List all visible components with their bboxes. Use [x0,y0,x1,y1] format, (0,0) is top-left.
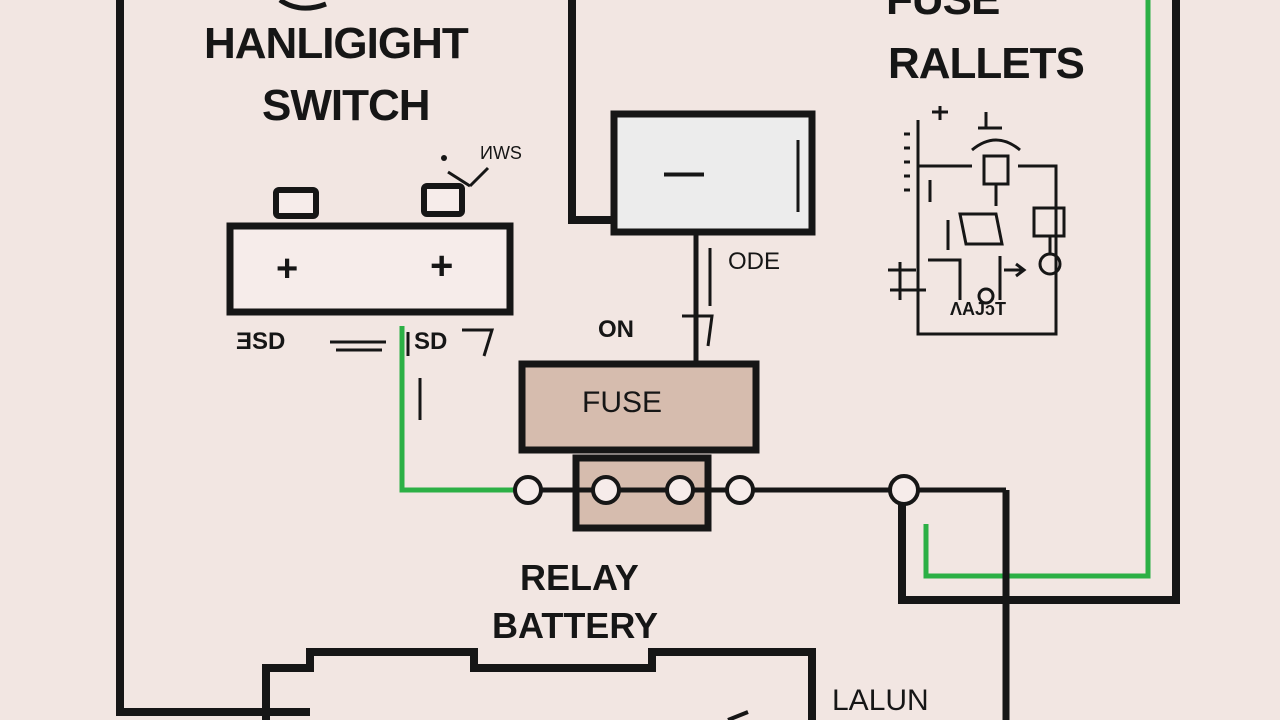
bus-terminal-4 [725,475,755,505]
headlight-lens-arc [278,0,327,11]
fuse-panel-schematic [888,106,1066,336]
fuse-label: FUSE [582,386,663,419]
switch-plus-right: + [430,244,454,288]
green-wire-right [923,0,1151,579]
relay-battery-line1: RELAY [520,557,639,598]
bus-terminal-3 [665,475,695,505]
battery-outline [262,648,816,720]
relay-box [610,110,816,236]
switch-label-left: ƎSD [236,328,286,355]
bus-terminal-5 [888,474,920,506]
relay-box-symbol: — [664,150,704,194]
bottom-right-label: LALUN [832,684,929,717]
top-relay-wire [568,0,614,224]
fuse-panel-title-line2: RALLETS [888,39,1085,88]
fuse-panel-bottom-label: ɅAJↄT [950,299,1007,319]
fuse-body [518,360,760,454]
switch-terminal-arrow [447,166,490,188]
battery-inner-line [727,710,749,720]
switch-label-right: SD [414,328,448,355]
headlight-switch-box [226,222,514,316]
switch-terminal-left [273,187,319,219]
bus-terminal-1 [513,475,543,505]
relay-on-label: ON [598,316,634,343]
switch-bracket-left [330,340,386,352]
left-border-wire [116,0,310,716]
relay-battery-line2: BATTERY [492,605,658,646]
green-wire-left [399,326,516,493]
bus-terminal-2 [591,475,621,505]
switch-small-label: ИWS [480,143,522,163]
switch-small-dot [441,155,447,161]
headlight-switch-title-line1: HANLIGIGHT [204,19,469,68]
switch-plus-left: + [276,248,299,290]
fuse-panel-title-line1: FUSE [886,0,1000,22]
switch-bracket-right [462,328,495,357]
right-border-wire [898,0,1180,604]
relay-wire-clip [682,314,714,347]
headlight-switch-title-line2: SWITCH [262,81,431,130]
switch-terminal-right [421,183,465,217]
relay-side-label: ODE [728,248,781,275]
